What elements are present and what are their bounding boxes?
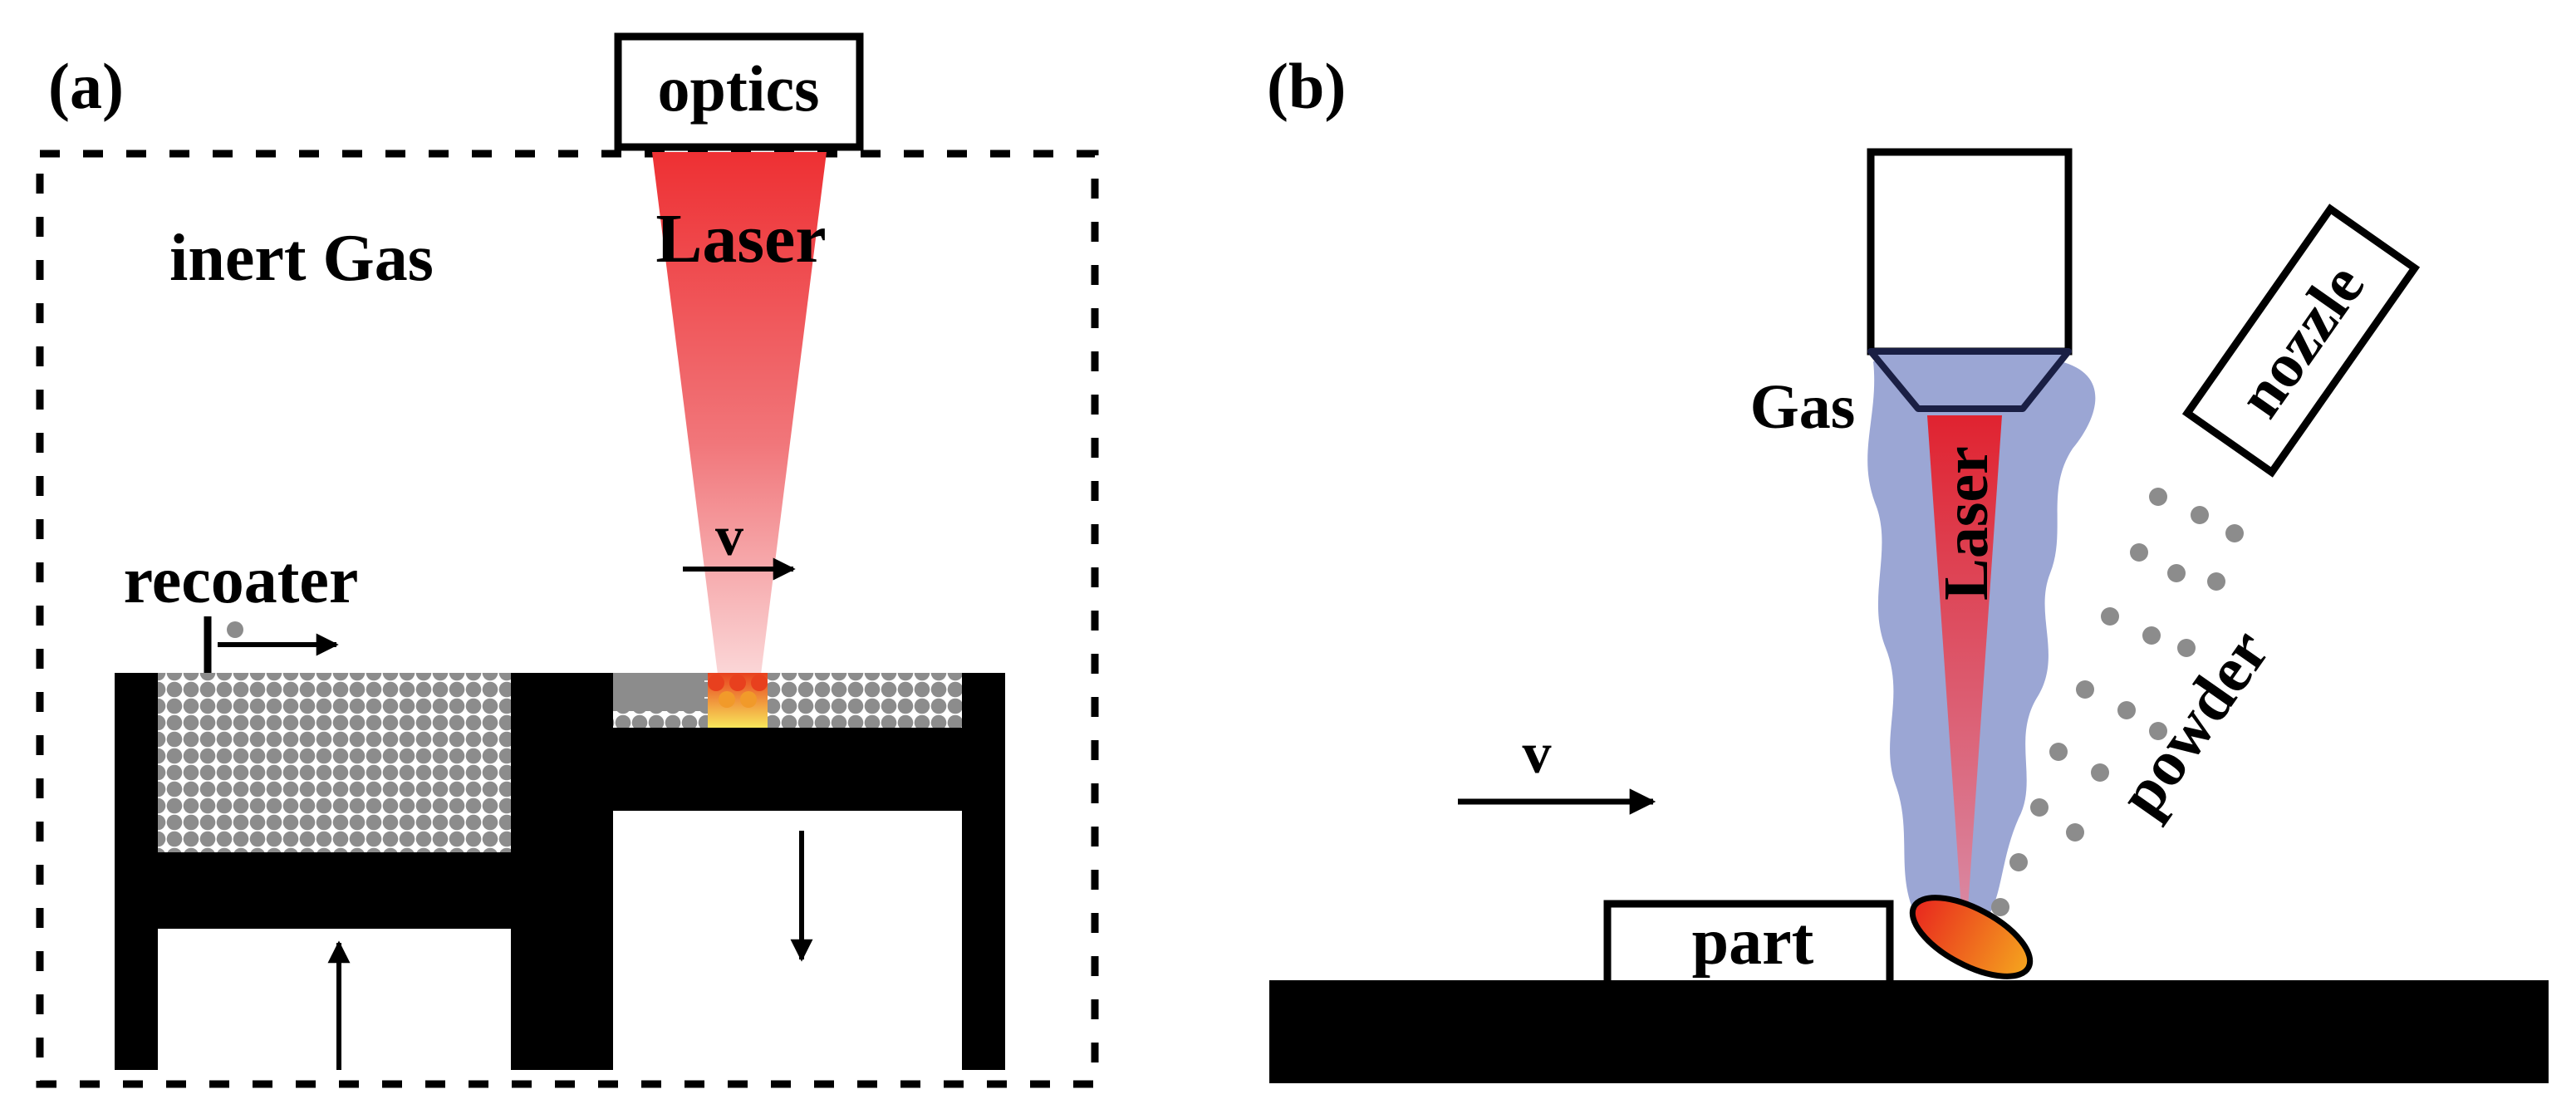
powder-particle xyxy=(2009,853,2028,871)
part-label: part xyxy=(1692,905,1814,979)
laser-label-b: Laser xyxy=(1931,446,2001,601)
powder-particle xyxy=(2225,524,2244,542)
optics-label: optics xyxy=(658,52,820,125)
powder-particle xyxy=(2130,543,2148,562)
gas-label-b: Gas xyxy=(1750,372,1856,442)
melt-particle xyxy=(719,691,735,708)
inert-gas-chamber xyxy=(36,150,1099,1088)
panel-b-label: (b) xyxy=(1267,50,1346,122)
melt-particle xyxy=(740,691,757,708)
powder-particle xyxy=(2117,701,2136,719)
melt-particle xyxy=(729,675,746,691)
panel-a-label: (a) xyxy=(48,50,124,122)
substrate xyxy=(1269,980,2549,1083)
laser-beam-b xyxy=(1927,415,2002,920)
powder-particle xyxy=(2207,572,2225,591)
powder-particle xyxy=(2191,506,2209,524)
solidified-track xyxy=(613,673,704,711)
powder-stream xyxy=(1991,488,2244,916)
recoater-powder-particle xyxy=(227,621,243,638)
powder-particle xyxy=(2066,823,2084,842)
powder-particle xyxy=(2091,763,2109,782)
left-wall xyxy=(115,673,158,1070)
powder-particle xyxy=(1991,898,2009,916)
powder-particle xyxy=(2101,607,2119,626)
powder-particle xyxy=(2149,488,2167,506)
powder-feed-bed xyxy=(158,673,511,852)
feed-piston xyxy=(158,852,511,929)
laser-beam-a xyxy=(652,152,827,681)
melt-pool-b xyxy=(1909,895,2034,979)
build-piston xyxy=(613,728,962,811)
right-wall xyxy=(962,673,1005,1070)
powder-nozzle: nozzle xyxy=(2181,204,2421,478)
panel-b-directed-energy-deposition: (b) Laser Gas nozzle xyxy=(1267,50,2549,1083)
powder-particle xyxy=(2177,639,2196,657)
powder-particle xyxy=(2049,743,2068,761)
panel-a-powder-bed-fusion: (a) optics Laser inert Gas v recoater xyxy=(36,32,1099,1088)
melt-particle xyxy=(751,675,768,691)
velocity-label-a: v xyxy=(715,504,743,567)
laser-label-a: Laser xyxy=(655,200,826,277)
optics-box xyxy=(614,32,864,151)
powder-particle xyxy=(2167,564,2186,582)
velocity-label-b: v xyxy=(1523,722,1552,786)
recoater-label: recoater xyxy=(124,544,359,617)
melt-particle xyxy=(708,675,724,691)
powder-particle xyxy=(2076,680,2094,699)
powder-particle xyxy=(2149,722,2167,740)
laser-head-box xyxy=(1867,148,2073,356)
powder-particle xyxy=(2030,798,2049,817)
center-wall xyxy=(511,673,613,1070)
powder-particle xyxy=(2142,626,2161,645)
inert-gas-label: inert Gas xyxy=(169,222,434,295)
laser-nozzle-cone xyxy=(1867,348,2072,412)
